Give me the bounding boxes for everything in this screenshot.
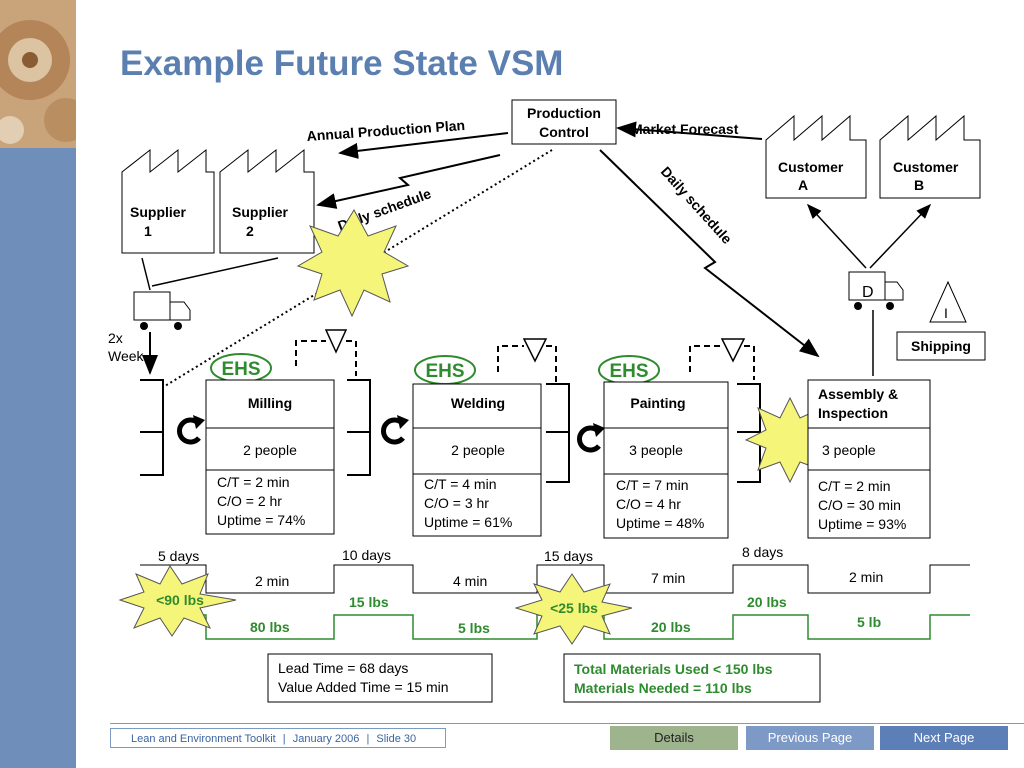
inventory-triangle-icon: I [929, 280, 967, 323]
process-co: C/O = 3 hr [424, 495, 489, 511]
process-milling: Milling 2 people C/T = 2 min C/O = 2 hr … [205, 379, 335, 535]
customer-factories: Customer A Customer B [765, 114, 981, 199]
days-4: 8 days [742, 544, 783, 560]
materials-needed: Materials Needed = 110 lbs [574, 680, 752, 696]
production-control-line2: Control [539, 124, 589, 140]
footer-date: January 2006 [292, 733, 360, 745]
vsm-diagram: Production Control Annual Production Pla… [108, 99, 986, 703]
process-uptime: Uptime = 93% [818, 516, 906, 532]
gear-logo [0, 0, 76, 148]
min-4: 2 min [849, 569, 883, 585]
min-2: 4 min [453, 573, 487, 589]
lbs-upper-3: 5 lb [857, 614, 881, 630]
min-1: 2 min [255, 573, 289, 589]
process-people: 2 people [451, 442, 505, 458]
timeline-black [140, 564, 970, 594]
days-3: 15 days [544, 548, 593, 564]
customer-a-label: Customer [778, 159, 844, 175]
lbs-upper-1: 15 lbs [349, 594, 389, 610]
gear-icon [0, 0, 76, 148]
process-uptime: Uptime = 74% [217, 512, 305, 528]
process-people: 3 people [629, 442, 683, 458]
process-ct: C/T = 4 min [424, 476, 497, 492]
min-3: 7 min [651, 570, 685, 586]
ehs-ovals: EHS EHS EHS [210, 353, 660, 385]
page-title: Example Future State VSM [120, 44, 564, 83]
process-name: Painting [630, 395, 685, 411]
customer-truck-icon: D [848, 271, 904, 310]
process-uptime: Uptime = 48% [616, 515, 704, 531]
customer-b-letter: B [914, 177, 924, 193]
production-control-box: Production Control [511, 99, 617, 145]
lbs-lower-1: 80 lbs [250, 619, 290, 635]
production-control-line1: Production [527, 105, 601, 121]
daily-schedule-right-label: Daily schedule [658, 163, 736, 247]
lbs-lower-2: 5 lbs [458, 620, 490, 636]
supplier-truck-icon [133, 291, 191, 330]
burst-25-lbs: <25 lbs [514, 573, 633, 645]
supplier-1-label: Supplier [130, 204, 187, 220]
days-2: 10 days [342, 547, 391, 563]
process-assembly: Assembly & Inspection 3 people C/T = 2 m… [807, 379, 931, 539]
kanban-loops [295, 340, 755, 382]
materials-box: Total Materials Used < 150 lbs Materials… [563, 653, 821, 703]
supplier-1-number: 1 [144, 223, 152, 239]
supplier-factories: Supplier 1 Supplier 2 [121, 148, 315, 254]
inventory-label: I [944, 305, 948, 321]
process-name-line1: Assembly & [818, 386, 898, 402]
delivery-freq-1: 2x [108, 330, 123, 346]
lead-time-box: Lead Time = 68 days Value Added Time = 1… [267, 653, 493, 703]
ehs-label-1: EHS [221, 359, 260, 380]
ehs-label-3: EHS [609, 361, 648, 382]
truck-d-label: D [862, 284, 874, 301]
market-forecast-label: Market Forecast [631, 121, 739, 137]
delivery-freq-2: Week [108, 348, 145, 364]
previous-page-button[interactable]: Previous Page [746, 726, 874, 750]
footer-separator: | [282, 733, 286, 745]
annual-plan-arrow [338, 132, 509, 159]
process-ct: C/T = 2 min [217, 474, 290, 490]
value-added-time: Value Added Time = 15 min [278, 679, 449, 695]
footer-divider [110, 723, 1024, 724]
daily-schedule-right-arrow [599, 149, 820, 358]
materials-used: Total Materials Used < 150 lbs [574, 661, 773, 677]
burst-90-lbs: <90 lbs [118, 565, 237, 637]
lbs-lower-3: 20 lbs [651, 619, 691, 635]
process-co: C/O = 2 hr [217, 493, 282, 509]
footer-separator: | [366, 733, 370, 745]
lead-time: Lead Time = 68 days [278, 660, 408, 676]
process-name: Welding [451, 395, 505, 411]
process-people: 3 people [822, 442, 876, 458]
process-welding: Welding 2 people C/T = 4 min C/O = 3 hr … [412, 383, 542, 537]
process-name: Milling [248, 395, 292, 411]
process-uptime: Uptime = 61% [424, 514, 512, 530]
shipping-box [896, 331, 986, 361]
process-people: 2 people [243, 442, 297, 458]
burst-25-label: <25 lbs [550, 600, 598, 616]
process-name-line2: Inspection [818, 405, 888, 421]
kanban-triangles [324, 329, 746, 363]
days-1: 5 days [158, 548, 199, 564]
supplier-2-label: Supplier [232, 204, 289, 220]
customer-a-letter: A [798, 177, 808, 193]
kaizen-burst-1 [296, 208, 410, 318]
process-painting: Painting 3 people C/T = 7 min C/O = 4 hr… [603, 381, 729, 539]
ehs-label-2: EHS [425, 361, 464, 382]
footer-toolkit: Lean and Environment Toolkit [131, 733, 276, 745]
daily-schedule-left-arrow [316, 154, 501, 209]
process-ct: C/T = 2 min [818, 478, 891, 494]
next-page-button[interactable]: Next Page [880, 726, 1008, 750]
process-co: C/O = 4 hr [616, 496, 681, 512]
process-co: C/O = 30 min [818, 497, 901, 513]
shipping-label: Shipping [911, 338, 971, 354]
footer-info: Lean and Environment Toolkit | January 2… [110, 728, 446, 748]
supplier-2-number: 2 [246, 223, 254, 239]
lbs-upper-2: 20 lbs [747, 594, 787, 610]
market-forecast-arrow [616, 121, 763, 140]
burst-90-label: <90 lbs [156, 592, 204, 608]
customer-b-label: Customer [893, 159, 959, 175]
details-button[interactable]: Details [610, 726, 738, 750]
footer-slide: Slide 30 [376, 733, 417, 745]
process-ct: C/T = 7 min [616, 477, 689, 493]
